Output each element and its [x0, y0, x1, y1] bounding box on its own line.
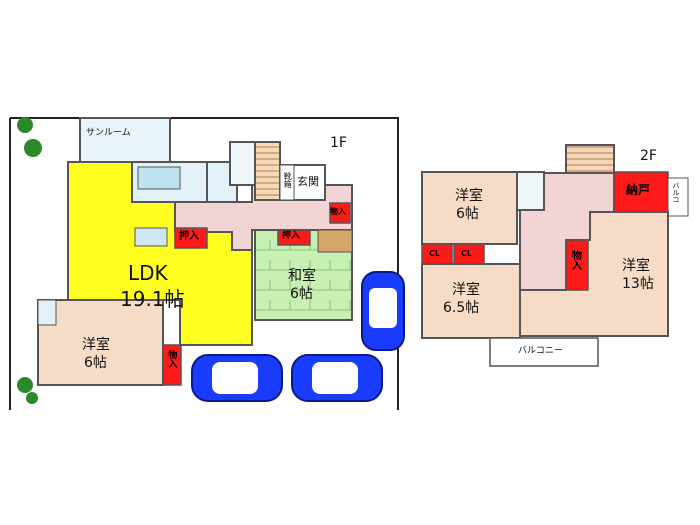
toilet-2f [516, 171, 545, 211]
western-room-1f [37, 299, 164, 386]
ldk-label: LDK [128, 261, 168, 285]
fridge [134, 227, 168, 247]
hallway [174, 184, 353, 251]
western-room-1f-size: 6帖 [84, 355, 107, 371]
storage-1-label: 物入 [166, 350, 177, 368]
storage-2-label: 物入 [330, 207, 346, 216]
storage-1f-red [162, 344, 182, 386]
shoe-box [279, 164, 295, 201]
floor-label-1f: 1F [330, 135, 347, 151]
oshiire-1-red [174, 227, 208, 249]
balcony-small [667, 177, 689, 217]
ldk-size: 19.1帖 [120, 287, 185, 311]
plant-icon [17, 117, 42, 404]
oshiire-2-red [277, 229, 311, 246]
stairs [254, 141, 281, 201]
storage-2f-red [565, 239, 589, 291]
room-b-size: 6.5帖 [443, 300, 480, 316]
closet-2-label: CL [461, 249, 472, 258]
storage-2-red [329, 202, 351, 224]
room-a-label: 洋室 [455, 188, 483, 204]
car-icon [191, 354, 283, 402]
japanese-room-size: 6帖 [290, 286, 313, 302]
tokonoma [317, 229, 353, 253]
western-room-2f-a [421, 171, 518, 245]
room-c-label: 洋室 [622, 258, 650, 274]
entrance-label: 玄関 [297, 175, 319, 188]
balcony-label: バルコニー [518, 346, 563, 356]
car-icon [291, 354, 383, 402]
stairs-2f [565, 144, 615, 174]
closet-1-label: CL [429, 249, 440, 258]
storage-2f-label: 物入 [569, 250, 581, 270]
room-b-label: 洋室 [452, 282, 480, 298]
oshiire-2-label: 押入 [282, 231, 301, 241]
floor-label-2f: 2F [640, 148, 657, 164]
room-a-size: 6帖 [456, 206, 479, 222]
western-room-1f-label: 洋室 [82, 337, 110, 353]
sunroom [79, 117, 171, 164]
western-room-2f-b [421, 263, 521, 339]
room-c-size: 13帖 [622, 276, 654, 292]
toilet [229, 141, 256, 186]
nando-label: 納戸 [626, 183, 651, 197]
sunroom-label: サンルーム [86, 128, 131, 138]
shoe-box-label: 靴箱 [283, 172, 293, 188]
window-box [37, 299, 57, 326]
bathtub [137, 166, 181, 190]
balcony [489, 337, 599, 367]
balcony-small-label: バルコ [672, 182, 681, 203]
japanese-room-label: 和室 [288, 268, 316, 284]
car-icon [361, 271, 405, 351]
oshiire-1-label: 押入 [179, 231, 199, 242]
